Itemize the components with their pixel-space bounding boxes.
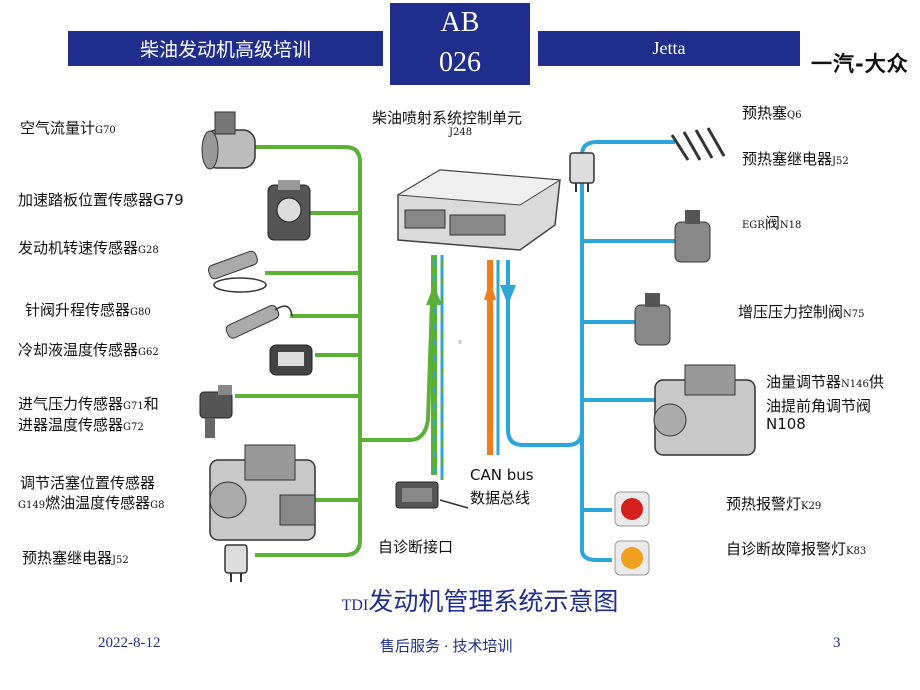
right-item-4: 油量调节器N146供: [766, 373, 884, 391]
diag-port-line: [439, 499, 469, 509]
left-item-8: G149燃油温度传感器G8: [18, 494, 165, 512]
can-bus-lines: [458, 260, 500, 455]
intake-pressure-sensor-icon: [199, 385, 233, 438]
glow-warning-lamp-icon: [614, 491, 650, 527]
left-item-1: 加速踏板位置传感器G79: [18, 191, 184, 209]
header-left-bar: 柴油发动机高级培训: [68, 31, 383, 66]
boost-pressure-valve-icon: [634, 293, 671, 346]
right-item-5: 油提前角调节阀: [766, 397, 872, 415]
air-mass-meter-icon: [201, 111, 256, 170]
diagram-caption: TDI发动机管理系统示意图: [341, 587, 619, 616]
ecu-code: J248: [449, 127, 473, 138]
ecu-title: 柴油喷射系统控制单元: [372, 109, 523, 127]
left-item-2: 发动机转速传感器G28: [18, 239, 159, 257]
left-item-7: 调节活塞位置传感器: [20, 474, 156, 492]
glow-relay-icon-left: [224, 544, 248, 582]
needle-lift-sensor-icon: [225, 304, 293, 339]
header-left-title: 柴油发动机高级培训: [139, 39, 311, 61]
can-bus-label-en: CAN bus: [470, 466, 534, 484]
header-code-line1: AB: [440, 7, 480, 38]
injection-pump-icon-right: [653, 364, 756, 456]
egr-valve-icon: [674, 210, 711, 263]
header-right-bar: Jetta: [538, 31, 800, 66]
header-code-box: AB 026: [390, 3, 530, 85]
header-code-line2: 026: [439, 47, 481, 78]
ecu-unit-icon: [396, 169, 562, 251]
footer-date: 2022-8-12: [98, 635, 161, 651]
ecu-input-arrow: [426, 255, 444, 480]
right-item-2: EGR阀N18: [742, 214, 802, 232]
left-item-0: 空气流量计G70: [20, 119, 116, 137]
right-item-0: 预热塞Q6: [742, 104, 802, 122]
coolant-temp-sensor-icon: [269, 344, 313, 376]
left-item-4: 冷却液温度传感器G62: [18, 341, 159, 359]
right-actuator-lines: [506, 140, 675, 562]
can-bus-arrowhead: [500, 285, 516, 305]
diagnostic-connector-icon: [395, 481, 439, 509]
left-item-3: 针阀升程传感器G80: [25, 301, 151, 319]
left-item-5: 进气压力传感器G71和: [18, 395, 159, 413]
right-item-8: 自诊断故障报警灯K83: [726, 540, 867, 558]
can-bus-label-cn: 数据总线: [470, 489, 531, 507]
glow-relay-icon-right: [569, 152, 595, 192]
left-item-6: 进器温度传感器G72: [18, 416, 144, 434]
right-item-7: 预热报警灯K29: [726, 495, 822, 513]
left-item-9: 预热塞继电器J52: [22, 549, 129, 567]
accelerator-pedal-sensor-icon: [267, 180, 311, 241]
footer-center: 售后服务 · 技术培训: [380, 639, 513, 655]
fault-warning-lamp-icon: [614, 540, 650, 576]
left-sensor-lines: [235, 145, 434, 557]
footer-page-number: 3: [833, 635, 841, 651]
injection-pump-icon-left: [209, 444, 316, 541]
engine-speed-sensor-icon: [208, 250, 267, 293]
brand-text: 一汽-大众: [811, 52, 909, 76]
glow-plugs-icon: [670, 127, 726, 161]
header-right-title: Jetta: [652, 38, 686, 58]
diag-port-label: 自诊断接口: [378, 538, 454, 556]
right-item-6: N108: [766, 415, 806, 433]
right-item-1: 预热塞继电器J52: [742, 150, 849, 168]
right-item-3: 增压压力控制阀N75: [738, 303, 865, 321]
